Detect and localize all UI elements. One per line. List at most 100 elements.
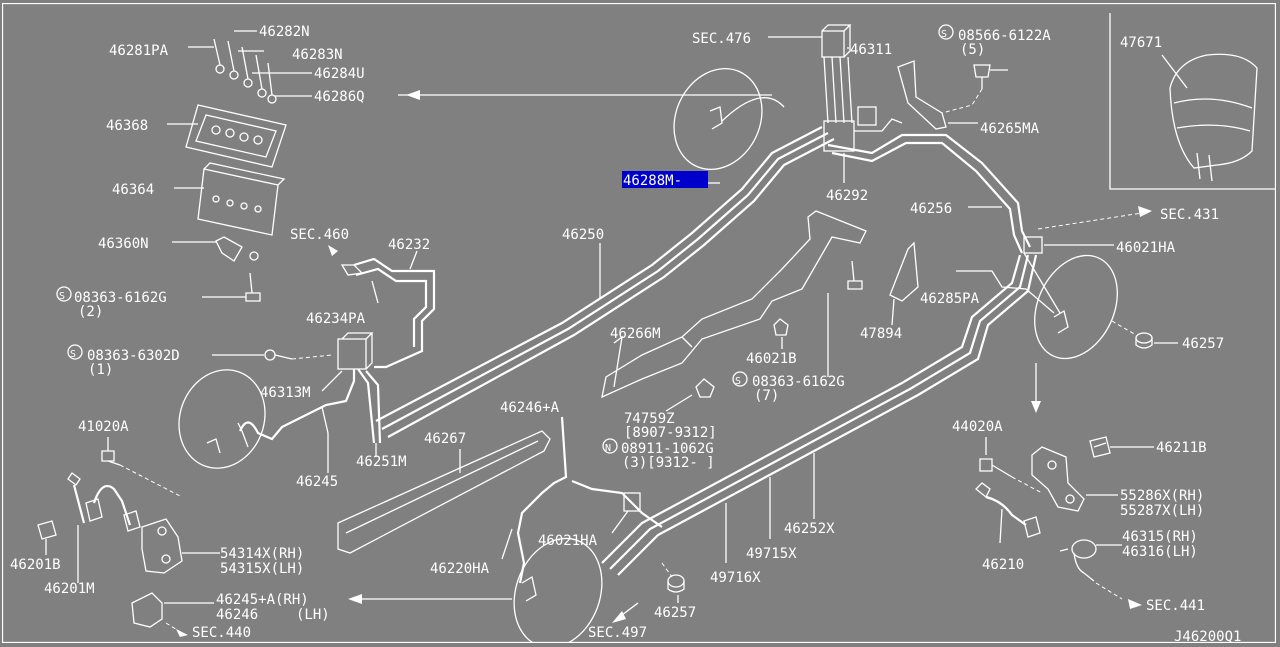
grommet-46257-right bbox=[1111, 320, 1153, 349]
label-46250: 46250 bbox=[562, 227, 604, 243]
label-74759Z: 74759Z bbox=[624, 411, 675, 427]
label-qty-5: (5) bbox=[960, 42, 985, 58]
label-46283N: 46283N bbox=[292, 47, 343, 63]
bracket-54314X bbox=[141, 518, 183, 574]
label-55286X: 55286X(RH) bbox=[1120, 488, 1204, 504]
label-46021HA-right: 46021HA bbox=[1116, 240, 1176, 256]
label-sec440: SEC.440 bbox=[192, 625, 251, 641]
inset-box bbox=[1109, 13, 1276, 190]
label-49715X: 49715X bbox=[746, 546, 797, 562]
label-47671: 47671 bbox=[1120, 35, 1162, 51]
label-46257-left: 46257 bbox=[654, 605, 696, 621]
cover-47671 bbox=[1161, 53, 1258, 182]
main-tube-46250 bbox=[375, 126, 835, 438]
grommet-46257-left bbox=[661, 562, 685, 593]
label-46246: 46246 bbox=[216, 607, 258, 623]
s-mark-icon bbox=[56, 286, 72, 302]
label-8907-9312: [8907-9312] bbox=[624, 425, 717, 441]
label-46252X: 46252X bbox=[784, 521, 835, 537]
line-46251M bbox=[357, 368, 382, 444]
label-46201M: 46201M bbox=[44, 581, 95, 597]
label-54315X: 54315X(LH) bbox=[220, 561, 304, 577]
bolt-46021B bbox=[773, 260, 863, 336]
label-08363-6162G-right: 08363-6162G bbox=[752, 374, 845, 390]
label-46245A: 46245+A(RH) bbox=[216, 592, 309, 608]
label-46251M: 46251M bbox=[356, 454, 407, 470]
label-55287X: 55287X(LH) bbox=[1120, 503, 1204, 519]
line-46232 bbox=[340, 257, 436, 369]
caliper-rear-left bbox=[513, 537, 603, 643]
label-46285PA: 46285PA bbox=[920, 291, 980, 307]
brake-piping-diagram: 47671 46282N 46281PA 46283N 46284U 46286… bbox=[2, 3, 1276, 643]
label-46246A: 46246+A bbox=[500, 400, 560, 416]
hose-46245A bbox=[131, 592, 214, 637]
sill-46267 bbox=[337, 430, 551, 554]
label-46232: 46232 bbox=[388, 237, 430, 253]
label-46288M[interactable]: 46288M- bbox=[623, 173, 682, 189]
label-46281PA: 46281PA bbox=[109, 43, 169, 59]
label-08566-6122A: 08566-6122A bbox=[958, 28, 1051, 44]
bolt-44020A bbox=[979, 458, 1043, 494]
label-46211B: 46211B bbox=[1156, 440, 1207, 456]
label-sec431: SEC.431 bbox=[1160, 207, 1219, 223]
label-08363-6162G-left: 08363-6162G bbox=[74, 290, 167, 306]
label-46364: 46364 bbox=[112, 182, 154, 198]
n-mark: N bbox=[605, 443, 611, 454]
bracket-top-46266M bbox=[601, 210, 867, 399]
label-46220HA: 46220HA bbox=[430, 561, 490, 577]
diagram-border bbox=[2, 3, 1276, 643]
label-46267: 46267 bbox=[424, 431, 466, 447]
label-47894: 47894 bbox=[860, 326, 902, 342]
label-49716X: 49716X bbox=[710, 570, 761, 586]
master-cylinder-lines bbox=[821, 24, 903, 152]
label-46245: 46245 bbox=[296, 474, 338, 490]
label-46201B: 46201B bbox=[10, 557, 61, 573]
highlight-46288M[interactable]: 46288M- bbox=[622, 171, 708, 189]
label-46256: 46256 bbox=[910, 201, 952, 217]
label-46257-right: 46257 bbox=[1182, 336, 1224, 352]
label-46265MA: 46265MA bbox=[980, 121, 1040, 137]
s-mark: S bbox=[941, 29, 947, 40]
nut-74759Z bbox=[695, 378, 715, 398]
label-46316: 46316(LH) bbox=[1122, 544, 1198, 560]
bolt-08363-6302D bbox=[212, 349, 333, 361]
label-08911-1062G: 08911-1062G bbox=[621, 441, 714, 457]
label-46311: 46311 bbox=[850, 42, 892, 58]
label-46292: 46292 bbox=[826, 188, 868, 204]
label-qty-2: (2) bbox=[78, 304, 103, 320]
part-47894 bbox=[889, 241, 919, 302]
hose-46201M bbox=[67, 472, 141, 532]
caliper-left bbox=[178, 369, 266, 469]
caliper-front-right bbox=[673, 67, 785, 171]
label-08363-6302D: 08363-6302D bbox=[87, 348, 180, 364]
line-46246A bbox=[516, 416, 663, 584]
clip-46211B bbox=[1089, 436, 1111, 458]
label-sec460: SEC.460 bbox=[290, 227, 349, 243]
line-46256 bbox=[827, 133, 1031, 254]
label-46360N: 46360N bbox=[98, 236, 149, 252]
line-46245 bbox=[238, 369, 356, 473]
bolt-41020A bbox=[101, 450, 183, 498]
label-46266M: 46266M bbox=[610, 326, 661, 342]
s-mark: S bbox=[59, 291, 65, 302]
sensor-46315 bbox=[1059, 539, 1142, 609]
label-qty-7: (7) bbox=[754, 388, 779, 404]
label-sec476: SEC.476 bbox=[692, 31, 751, 47]
bracket-46265MA bbox=[897, 60, 947, 130]
bolt-set bbox=[188, 30, 312, 104]
clip-46201B bbox=[37, 520, 57, 540]
label-46368: 46368 bbox=[106, 118, 148, 134]
label-qty-3-9312: (3)[9312- ] bbox=[622, 455, 715, 471]
label-46315: 46315(RH) bbox=[1122, 529, 1198, 545]
s-mark: S bbox=[70, 349, 76, 360]
label-46234PA: 46234PA bbox=[306, 311, 366, 327]
label-44020A: 44020A bbox=[952, 419, 1003, 435]
junction-46313M bbox=[337, 332, 374, 370]
label-sec441: SEC.441 bbox=[1146, 598, 1205, 614]
hose-46210 bbox=[975, 482, 1041, 538]
bolt-08566-6122A bbox=[941, 64, 1008, 114]
label-46313M: 46313M bbox=[260, 385, 311, 401]
arrowhead bbox=[406, 90, 420, 100]
label-54314X: 54314X(RH) bbox=[220, 546, 304, 562]
label-46210: 46210 bbox=[982, 557, 1024, 573]
